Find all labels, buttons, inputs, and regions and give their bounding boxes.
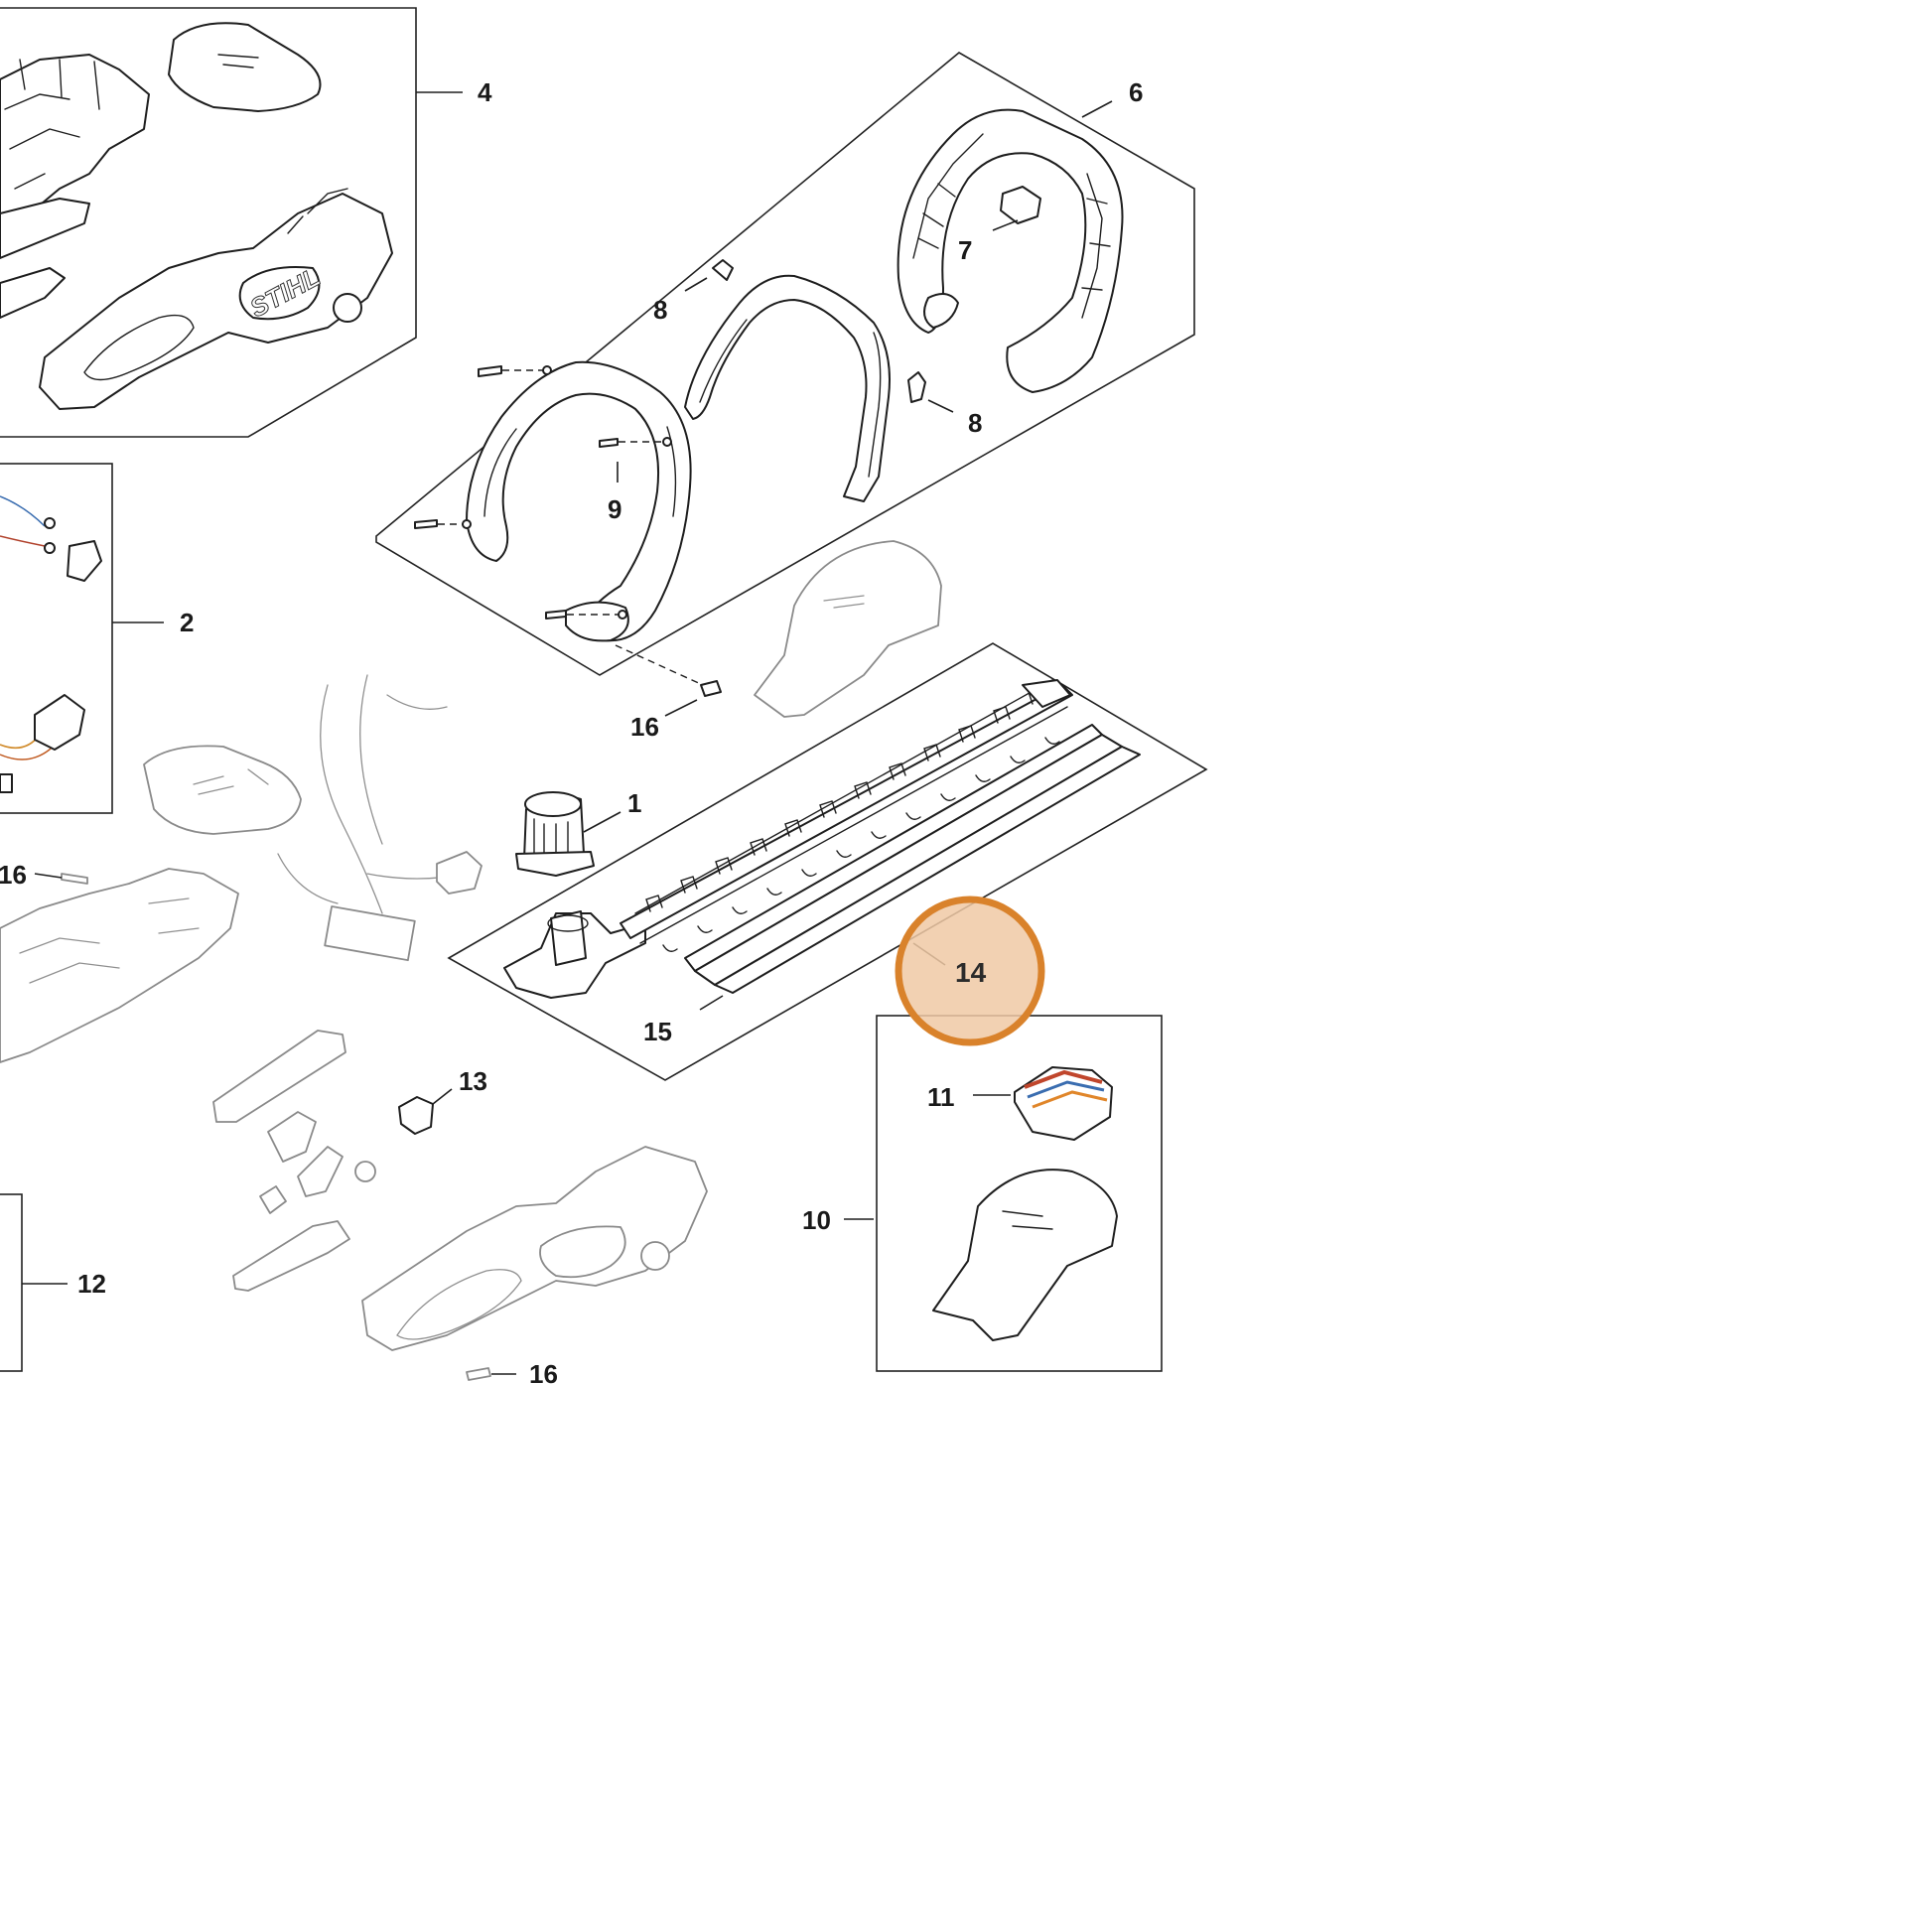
- part-label-7: 7: [958, 235, 972, 265]
- cutting-blade-group: 1 15: [447, 540, 1208, 1081]
- highlight-marker-14[interactable]: 14: [895, 896, 1045, 1046]
- part-label-2: 2: [180, 608, 194, 637]
- motor-part-1: 1: [515, 788, 641, 877]
- blade-teeth: [645, 687, 1060, 952]
- part-label-1: 1: [627, 788, 641, 818]
- highlight-circle[interactable]: [895, 896, 1045, 1046]
- screw-icons: [414, 365, 722, 697]
- part-label-10: 10: [802, 1205, 831, 1235]
- background-components: 16 13 16: [0, 674, 708, 1389]
- kit-group-12: 12: [0, 1193, 106, 1372]
- part-label-13: 13: [459, 1066, 487, 1096]
- part-label-16a: 16: [630, 712, 659, 742]
- part-label-12: 12: [77, 1269, 106, 1299]
- handle-kit-group-6: 7 8 8 9 6 16: [375, 52, 1195, 742]
- part-label-11: 11: [927, 1082, 955, 1112]
- part-label-15: 15: [643, 1017, 672, 1046]
- part-label-8a: 8: [653, 295, 667, 325]
- part-label-9: 9: [608, 494, 621, 524]
- part-label-6: 6: [1129, 77, 1143, 107]
- part-label-16b: 16: [0, 860, 27, 890]
- part-label-8b: 8: [968, 408, 982, 438]
- wiring-kit-group-2: 2: [0, 463, 194, 814]
- part-label-14[interactable]: 14: [955, 957, 987, 988]
- part-label-16c: 16: [529, 1359, 558, 1389]
- housing-kit-group-4: STIHL 4: [0, 7, 492, 438]
- part-label-4: 4: [478, 77, 492, 107]
- kit-group-10: 10 11: [802, 1015, 1163, 1372]
